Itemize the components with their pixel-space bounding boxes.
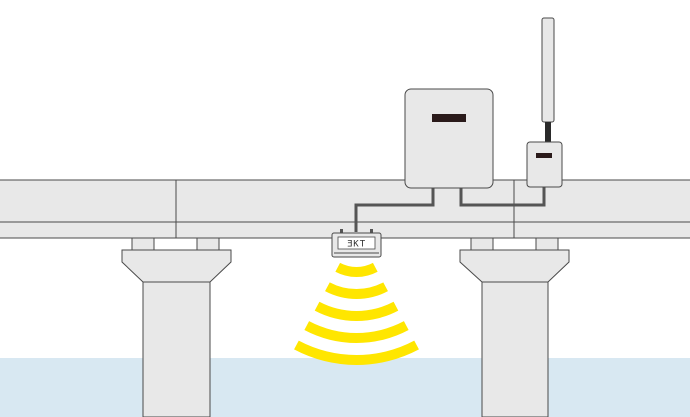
wireless-transmitter-icon — [526, 141, 563, 188]
sensor-mount-bolt — [340, 229, 343, 234]
radar-beam — [294, 262, 419, 366]
controller-display — [432, 114, 466, 122]
deck-girder — [513, 179, 690, 239]
right-pier — [459, 237, 570, 417]
sensor-cable — [354, 188, 435, 232]
controller-box — [404, 88, 494, 189]
left-pier-column — [142, 281, 211, 417]
right-bearing-pad — [470, 237, 494, 251]
antenna-mast — [541, 17, 555, 123]
signal-cables — [354, 187, 546, 232]
right-pier-column — [481, 281, 549, 417]
antenna-icon — [541, 17, 555, 142]
left-bearing-pad — [196, 237, 220, 251]
control-box-icon — [404, 88, 494, 189]
radar-wave-arc — [304, 321, 409, 344]
right-bearing-pad — [535, 237, 559, 251]
left-pier-cap — [121, 249, 232, 283]
transmitter-cable — [459, 187, 546, 207]
deck-girder — [0, 179, 177, 239]
radar-level-sensor-icon: ƎKT — [331, 229, 382, 258]
sensor-label-plate — [337, 236, 376, 250]
radar-wave-arc — [314, 301, 399, 321]
sensor-label: ƎKT — [347, 240, 366, 250]
antenna-base — [545, 122, 551, 142]
transmitter-box — [526, 141, 563, 188]
sensor-mount-bolt — [370, 229, 373, 234]
left-bearing-pad — [131, 237, 155, 251]
radar-wave-arc — [335, 262, 378, 277]
right-pier-cap — [459, 249, 570, 283]
transmitter-display — [536, 153, 552, 158]
radar-wave-arc — [325, 282, 388, 299]
left-pier — [121, 237, 232, 417]
river-water — [0, 358, 690, 417]
radar-wave-arc — [294, 340, 419, 366]
deck-girder — [175, 179, 515, 239]
bridge-deck — [0, 179, 690, 239]
